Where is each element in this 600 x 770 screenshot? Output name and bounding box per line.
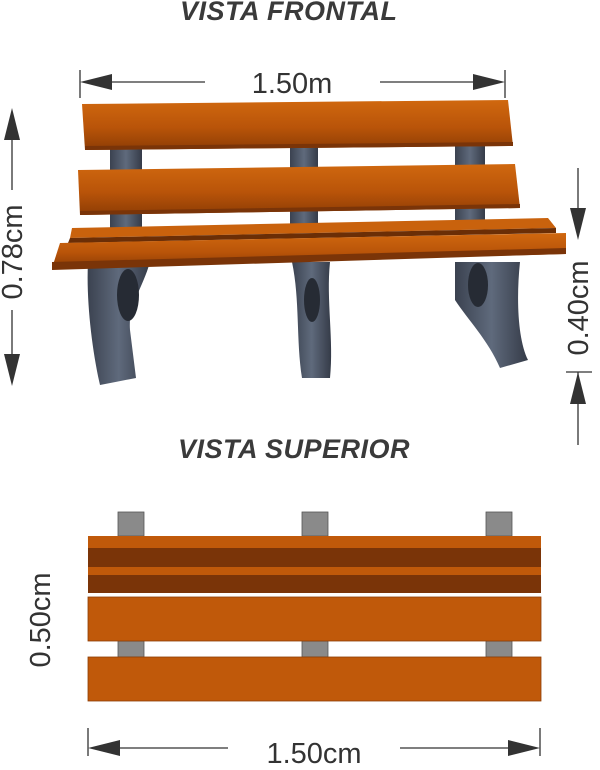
top-post-left-back — [117, 511, 145, 537]
top-width-label: 1.50cm — [266, 738, 361, 770]
leg-left-hole — [117, 269, 139, 321]
seat-front-edge — [52, 248, 566, 270]
dimension-top-width — [87, 728, 541, 756]
top-post-right-back — [485, 511, 513, 537]
front-width-label: 1.50m — [252, 68, 333, 100]
top-view — [87, 511, 542, 702]
top-seat-slat-2 — [87, 656, 542, 702]
backrest-slat-bottom-edge — [80, 204, 520, 215]
top-post-middle-front — [301, 640, 329, 658]
seat-rear-slat — [70, 218, 556, 238]
backrest-slat-top — [82, 100, 513, 150]
top-backrest-slat-2 — [88, 548, 541, 567]
leg-right — [455, 262, 528, 368]
seat-height-label: 0.40cm — [563, 260, 595, 355]
front-view — [52, 100, 566, 385]
backrest-slat-bottom — [78, 164, 520, 215]
top-backrest-slat-1 — [88, 536, 541, 548]
front-height-label: 0.78cm — [0, 204, 29, 299]
top-view-title: VISTA SUPERIOR — [178, 434, 411, 464]
dimension-front-width — [79, 70, 506, 98]
top-seat-slat-1 — [87, 596, 542, 642]
seat-gap — [68, 228, 556, 243]
leg-right-hole — [468, 263, 488, 307]
top-post-middle-back — [301, 511, 329, 537]
top-post-right-front — [485, 640, 513, 658]
dimension-front-height — [4, 108, 20, 386]
top-depth-label: 0.50cm — [25, 572, 57, 667]
leg-middle-hole — [304, 278, 320, 322]
backrest-slat-top-edge — [85, 142, 513, 150]
front-view-title: VISTA FRONTAL — [180, 0, 398, 26]
top-backrest-slat-3 — [88, 567, 541, 575]
dimension-seat-height — [566, 168, 592, 445]
leg-left — [87, 262, 150, 385]
top-post-left-front — [117, 640, 145, 658]
top-backrest-slat-4 — [88, 575, 541, 593]
